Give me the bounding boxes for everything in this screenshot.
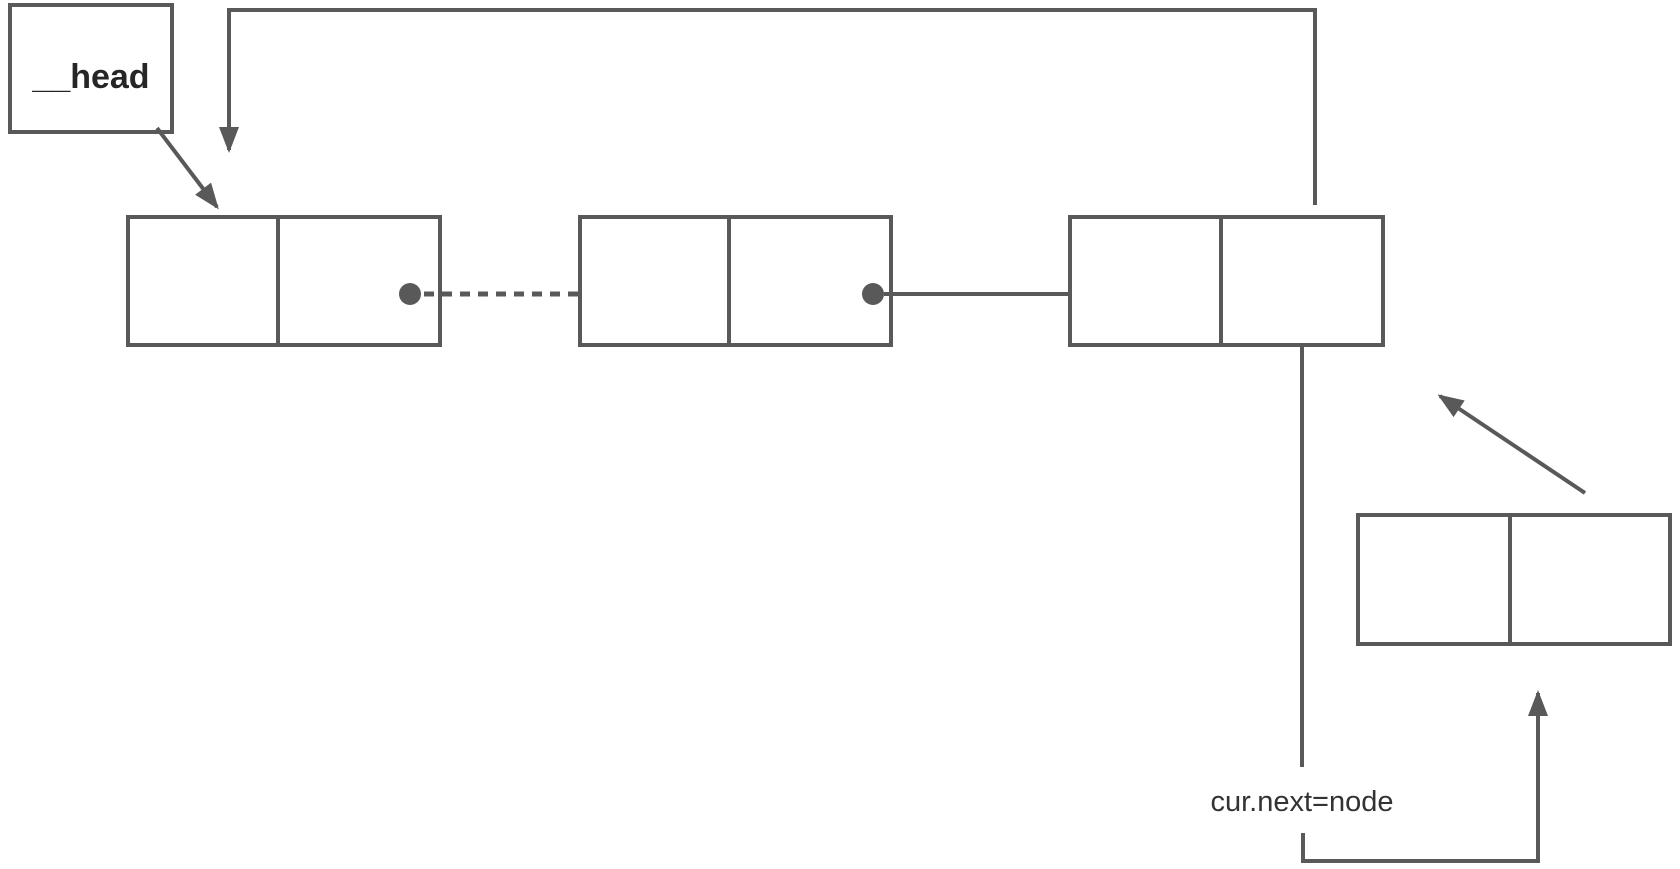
head-label: __head bbox=[31, 58, 149, 96]
new-node-rect bbox=[1356, 513, 1672, 646]
node-1-pointer-dot bbox=[399, 283, 421, 305]
new-node bbox=[1356, 513, 1672, 646]
node-1-rect bbox=[126, 215, 442, 347]
head-box: __head bbox=[8, 3, 174, 134]
node-2 bbox=[578, 215, 893, 347]
cur-next-arrow-to-new-node bbox=[1301, 690, 1548, 863]
head-to-node1-arrow bbox=[155, 126, 219, 210]
diagram-root: __head bbox=[8, 3, 1672, 863]
head-box-rect bbox=[8, 3, 174, 134]
operation-label: cur.next=node bbox=[1210, 786, 1393, 818]
loop-arrow-node3-to-node1 bbox=[219, 8, 1317, 205]
new-node-up-left-arrow bbox=[1437, 394, 1587, 495]
node-1 bbox=[126, 215, 442, 347]
node-2-rect bbox=[578, 215, 893, 347]
node-2-pointer-dot bbox=[862, 283, 884, 305]
node-3-rect bbox=[1068, 215, 1385, 347]
node-3 bbox=[1068, 215, 1385, 347]
